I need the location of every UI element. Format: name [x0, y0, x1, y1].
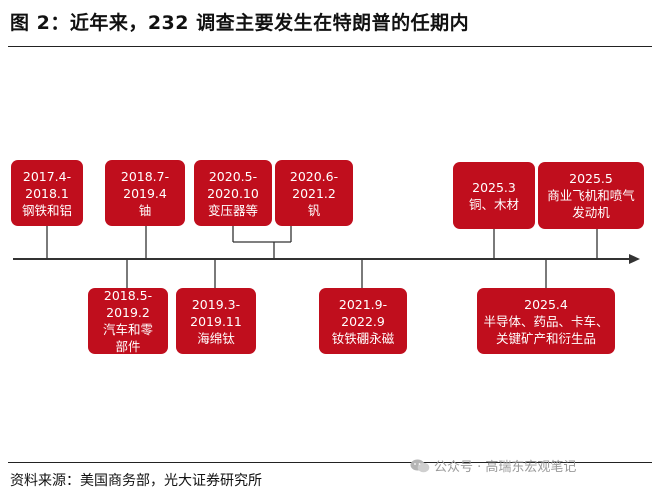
event-label: 变压器等: [207, 202, 258, 218]
event-date: 2019.3-2019.11: [190, 296, 242, 329]
event-box-copper-timber: 2025.3 铜、木材: [453, 162, 535, 229]
event-box-aircraft-engines: 2025.5 商业飞机和喷气发动机: [538, 162, 644, 229]
event-date: 2020.6-2021.2: [289, 168, 339, 201]
event-box-semiconductors: 2025.4 半导体、药品、卡车、关键矿产和衍生品: [477, 288, 615, 354]
event-label: 钢铁和铝: [21, 202, 72, 218]
event-date: 2025.5: [569, 171, 613, 186]
title-divider: [8, 46, 652, 47]
event-box-uranium: 2018.7-2019.4 铀: [105, 160, 185, 226]
event-label: 钒: [307, 202, 321, 218]
event-box-titanium-sponge: 2019.3-2019.11 海绵钛: [176, 288, 256, 354]
event-label: 海绵钛: [197, 330, 235, 346]
event-box-automobiles: 2018.5-2019.2 汽车和零部件: [88, 288, 168, 354]
event-box-ndfeb-magnets: 2021.9-2022.9 钕铁硼永磁: [319, 288, 407, 354]
event-label: 铜、木材: [468, 196, 519, 212]
event-label: 铀: [138, 202, 152, 218]
event-date: 2018.7-2019.4: [120, 168, 170, 201]
event-date: 2018.5-2019.2: [103, 288, 153, 320]
figure-title: 图 2：近年来，232 调查主要发生在特朗普的任期内: [10, 12, 470, 34]
timeline-arrowhead: [629, 254, 640, 264]
event-date: 2025.3: [472, 179, 516, 195]
event-label: 汽车和零部件: [102, 322, 153, 354]
source-note: 资料来源：美国商务部，光大证券研究所: [10, 473, 262, 489]
event-date: 2025.4: [524, 296, 568, 312]
event-date: 2021.9-2022.9: [338, 296, 388, 329]
footer-divider: [8, 462, 652, 463]
event-box-vanadium: 2020.6-2021.2 钒: [275, 160, 353, 226]
event-box-steel-aluminum: 2017.4-2018.1 钢铁和铝: [11, 160, 83, 226]
wechat-icon: [410, 459, 430, 472]
watermark-text: 公众号 · 高瑞东宏观笔记: [434, 460, 577, 475]
event-label: 钕铁硼永磁: [331, 330, 395, 346]
event-label: 商业飞机和喷气发动机: [547, 188, 635, 220]
event-box-transformers: 2020.5-2020.10 变压器等: [194, 160, 272, 226]
event-label: 半导体、药品、卡车、关键矿产和衍生品: [483, 313, 609, 346]
event-date: 2020.5-2020.10: [207, 168, 259, 201]
event-date: 2017.4-2018.1: [22, 168, 72, 201]
watermark: 公众号 · 高瑞东宏观笔记: [410, 456, 576, 475]
